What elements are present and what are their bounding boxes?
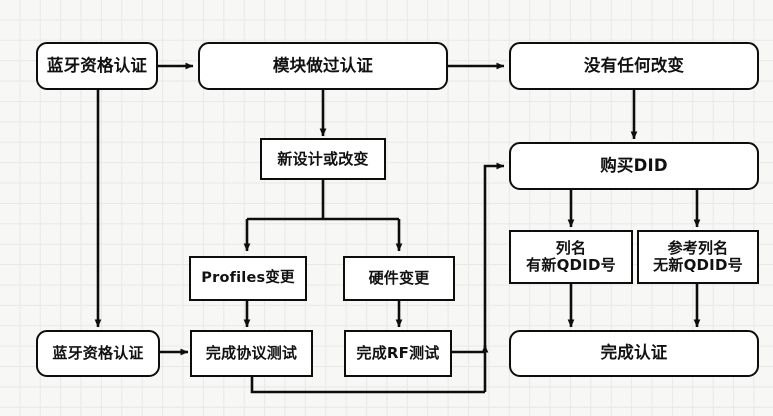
node-profiles-change[interactable]: Profiles变更 bbox=[189, 256, 307, 301]
node-new-design-or-change[interactable]: 新设计或改变 bbox=[260, 138, 386, 180]
edge-riser-upper bbox=[483, 162, 505, 352]
node-rf-test-done[interactable]: 完成RF测试 bbox=[344, 330, 452, 377]
edge-newdesign-split bbox=[247, 180, 399, 221]
node-bt-qualification-bottom[interactable]: 蓝牙资格认证 bbox=[36, 330, 160, 377]
node-bt-qualification-top[interactable]: 蓝牙资格认证 bbox=[36, 42, 158, 90]
node-buy-did[interactable]: 购买DID bbox=[509, 142, 759, 190]
node-no-change[interactable]: 没有任何改变 bbox=[509, 42, 759, 90]
node-hardware-change[interactable]: 硬件变更 bbox=[343, 256, 455, 301]
edge-protocoltest-to-buydid bbox=[250, 377, 485, 394]
node-module-certified[interactable]: 模块做过认证 bbox=[198, 42, 448, 90]
node-listing-new-qdid[interactable]: 列名 有新QDID号 bbox=[509, 230, 633, 284]
node-certification-done[interactable]: 完成认证 bbox=[509, 330, 759, 377]
node-protocol-test-done[interactable]: 完成协议测试 bbox=[190, 330, 313, 377]
node-reference-no-new-qdid[interactable]: 参考列名 无新QDID号 bbox=[637, 230, 759, 284]
